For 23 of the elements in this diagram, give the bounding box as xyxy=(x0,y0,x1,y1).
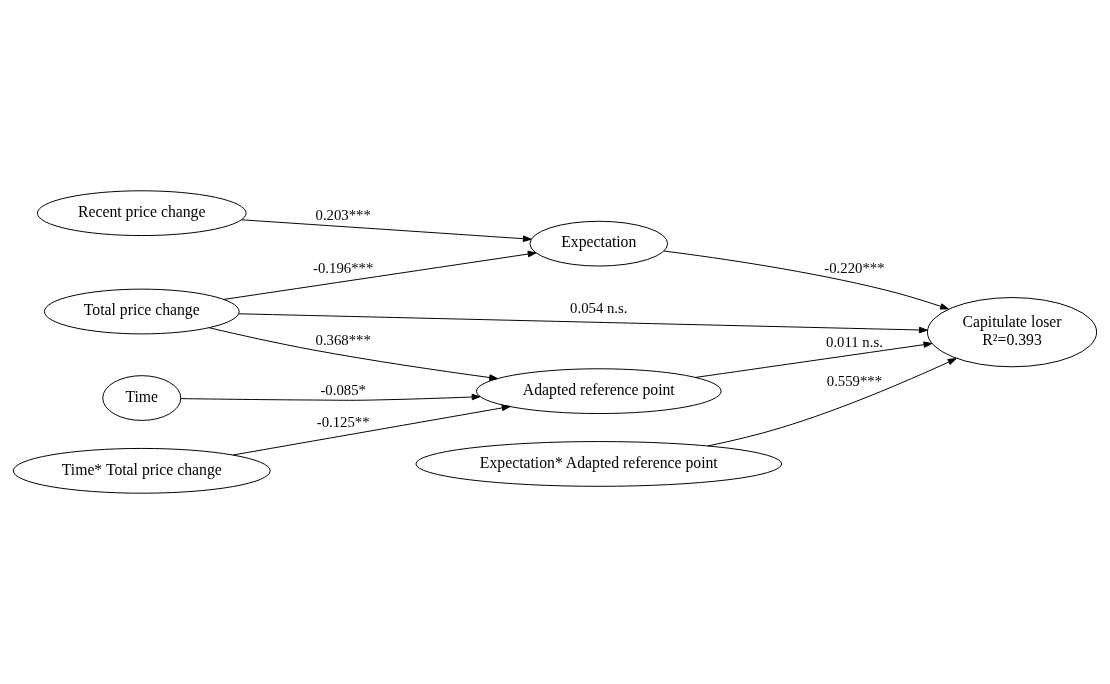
arrow xyxy=(208,327,499,381)
node-ellipse: Time xyxy=(102,375,182,421)
edge-label: 0.559*** xyxy=(826,373,883,390)
arrow xyxy=(707,358,957,447)
arrow xyxy=(238,313,928,334)
edge-label: -0.220*** xyxy=(824,260,885,277)
edge-label: -0.085* xyxy=(320,382,366,399)
arrow xyxy=(180,393,481,401)
node-ellipse: Time* Total price change xyxy=(12,447,271,494)
edge-label: -0.125** xyxy=(316,413,370,430)
edge-label: -0.196*** xyxy=(313,260,374,277)
node-ellipse: Total price change xyxy=(43,288,240,335)
node-ellipse: Expectation* Adapted reference point xyxy=(415,441,783,487)
arrow xyxy=(241,219,532,242)
edge-label: 0.011 n.s. xyxy=(826,333,883,350)
arrow xyxy=(694,341,933,378)
edge-label: 0.054 n.s. xyxy=(570,300,628,317)
edge-label: 0.368*** xyxy=(315,331,371,348)
arrow xyxy=(223,250,537,300)
node-ellipse: Recent price change xyxy=(36,190,247,237)
edge-label: 0.203*** xyxy=(315,207,371,224)
arrow xyxy=(663,250,949,310)
arrow xyxy=(232,404,511,456)
